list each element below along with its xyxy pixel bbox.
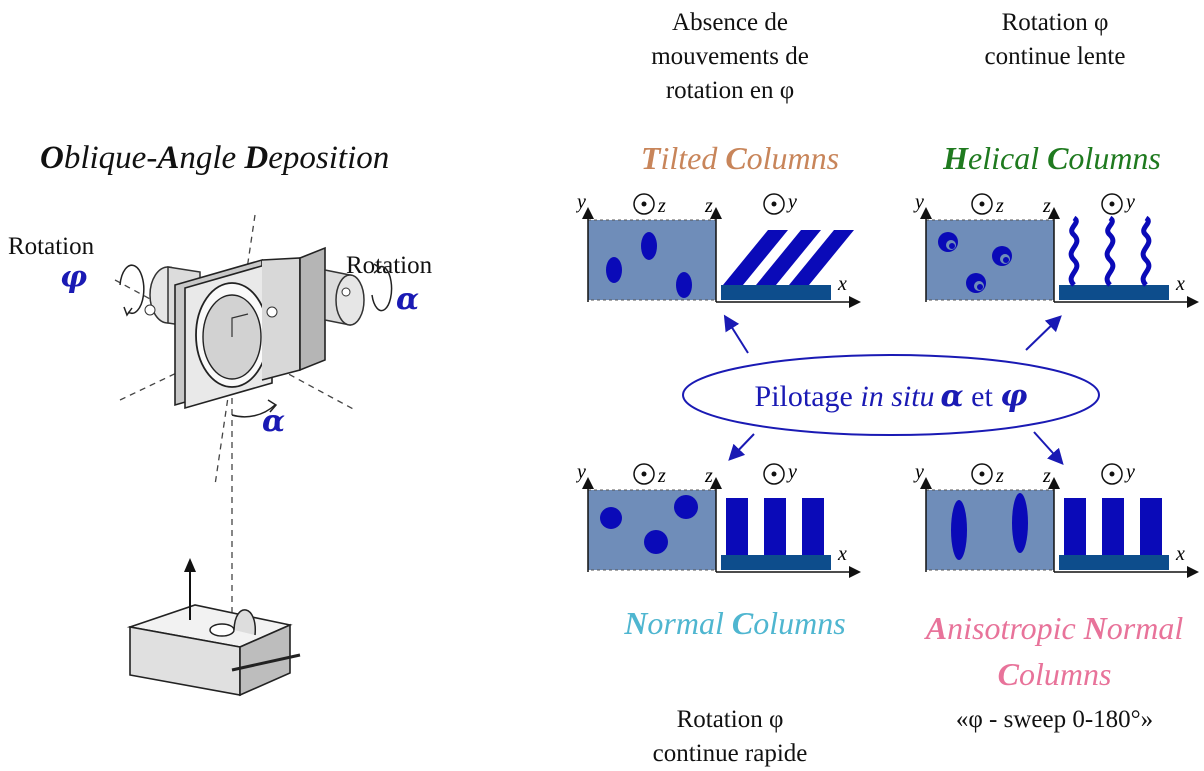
axis-label-y: y — [786, 191, 797, 213]
title-initial-a: A — [157, 140, 180, 176]
panel-title-normal-columns: Normal Columns — [570, 605, 900, 642]
title-initial: N — [1083, 610, 1107, 646]
diagram-title: Oblique-Angle Deposition — [40, 140, 440, 177]
panel-title-helical-columns: Helical Columns — [900, 140, 1204, 177]
caption-line: Rotation φ — [1001, 9, 1109, 36]
center-prefix: Pilotage — [755, 380, 861, 413]
axis-label-y: y — [1124, 191, 1135, 213]
title-initial: N — [624, 605, 648, 641]
arrow-to-tilted — [723, 314, 749, 354]
axis-label-y: y — [1124, 461, 1135, 483]
title-part: olumns — [746, 140, 840, 176]
title-part: olumns — [1018, 656, 1112, 692]
axis-label-y: y — [786, 461, 797, 483]
caption-line: Rotation φ — [676, 706, 784, 733]
tilted-columns-panel: y z z y x — [576, 191, 861, 308]
axis-label-z: z — [995, 465, 1004, 487]
anisotropic-normal-columns-panel: y z z y x — [913, 461, 1199, 578]
title-initial: C — [731, 605, 754, 641]
caption-top-left: Absence de mouvements de rotation en φ — [580, 6, 880, 108]
caption-line: rotation en φ — [665, 77, 795, 104]
title-part: ormal — [1106, 610, 1184, 646]
tilt-alpha-symbol: α — [262, 404, 286, 439]
title-part: ormal — [647, 605, 732, 641]
center-alpha: α — [941, 379, 964, 414]
title-initial-d: D — [244, 140, 269, 176]
center-ellipse — [682, 354, 1100, 436]
panel-title-tilted-columns: Tilted Columns — [580, 140, 900, 177]
caption-bottom-right: «φ - sweep 0-180°» — [955, 706, 1154, 733]
axis-label-z: z — [1042, 195, 1051, 217]
rotation-alpha-symbol: α — [396, 282, 420, 317]
title-initial: C — [1047, 140, 1069, 176]
center-mid: et — [964, 380, 1001, 413]
axis-label-z: z — [704, 465, 713, 487]
caption-line: Absence de — [672, 9, 788, 36]
caption-line: mouvements de — [651, 43, 809, 70]
title-initial-o: O — [40, 140, 64, 176]
oad-apparatus-illustration — [114, 214, 393, 697]
title-initial: T — [640, 140, 661, 176]
axis-label-z: z — [995, 195, 1004, 217]
title-part: ilted — [660, 140, 726, 176]
axis-label-x: x — [1175, 543, 1185, 565]
title-part: ngle — [179, 140, 245, 176]
axis-label-z: z — [657, 195, 666, 217]
title-part: elical — [968, 140, 1048, 176]
caption-line: continue rapide — [652, 740, 808, 767]
axis-label-x: x — [837, 543, 847, 565]
axis-label-y: y — [576, 191, 586, 213]
title-initial: C — [997, 656, 1019, 692]
rotation-phi-label: Rotation — [8, 233, 95, 260]
caption-top-right: Rotation φ continue lente — [910, 6, 1200, 74]
title-part: blique- — [63, 140, 158, 176]
title-initial: H — [943, 140, 968, 176]
axis-label-y: y — [913, 191, 924, 213]
axis-label-x: x — [837, 273, 847, 295]
axis-label-z: z — [657, 465, 666, 487]
caption-line: continue lente — [984, 43, 1126, 70]
title-part: olumns — [753, 605, 846, 641]
center-phi: φ — [1000, 379, 1027, 414]
normal-columns-panel: y z z y x — [576, 461, 861, 578]
growth-modes-schematic: y z z y x y z z y x — [576, 191, 1199, 578]
arrow-to-helical — [1025, 315, 1062, 351]
rotation-phi-symbol: φ — [60, 260, 88, 295]
center-in-situ: in situ — [860, 380, 934, 413]
helical-columns-panel: y z z y x — [913, 191, 1199, 308]
title-initial: A — [925, 610, 948, 646]
arrow-to-normal — [728, 433, 755, 461]
title-part: olumns — [1068, 140, 1161, 176]
axis-label-y: y — [576, 461, 586, 483]
axis-label-z: z — [704, 195, 713, 217]
axis-label-y: y — [913, 461, 924, 483]
title-part: eposition — [268, 140, 390, 176]
caption-bottom-left: Rotation φ continue rapide — [580, 703, 880, 771]
title-initial: C — [725, 140, 747, 176]
arrow-to-anisotropic — [1033, 431, 1064, 465]
title-part: nisotropic — [947, 610, 1084, 646]
panel-title-anisotropic-normal-columns: Anisotropic Normal Columns — [905, 605, 1204, 697]
axis-label-x: x — [1175, 273, 1185, 295]
axis-label-z: z — [1042, 465, 1051, 487]
